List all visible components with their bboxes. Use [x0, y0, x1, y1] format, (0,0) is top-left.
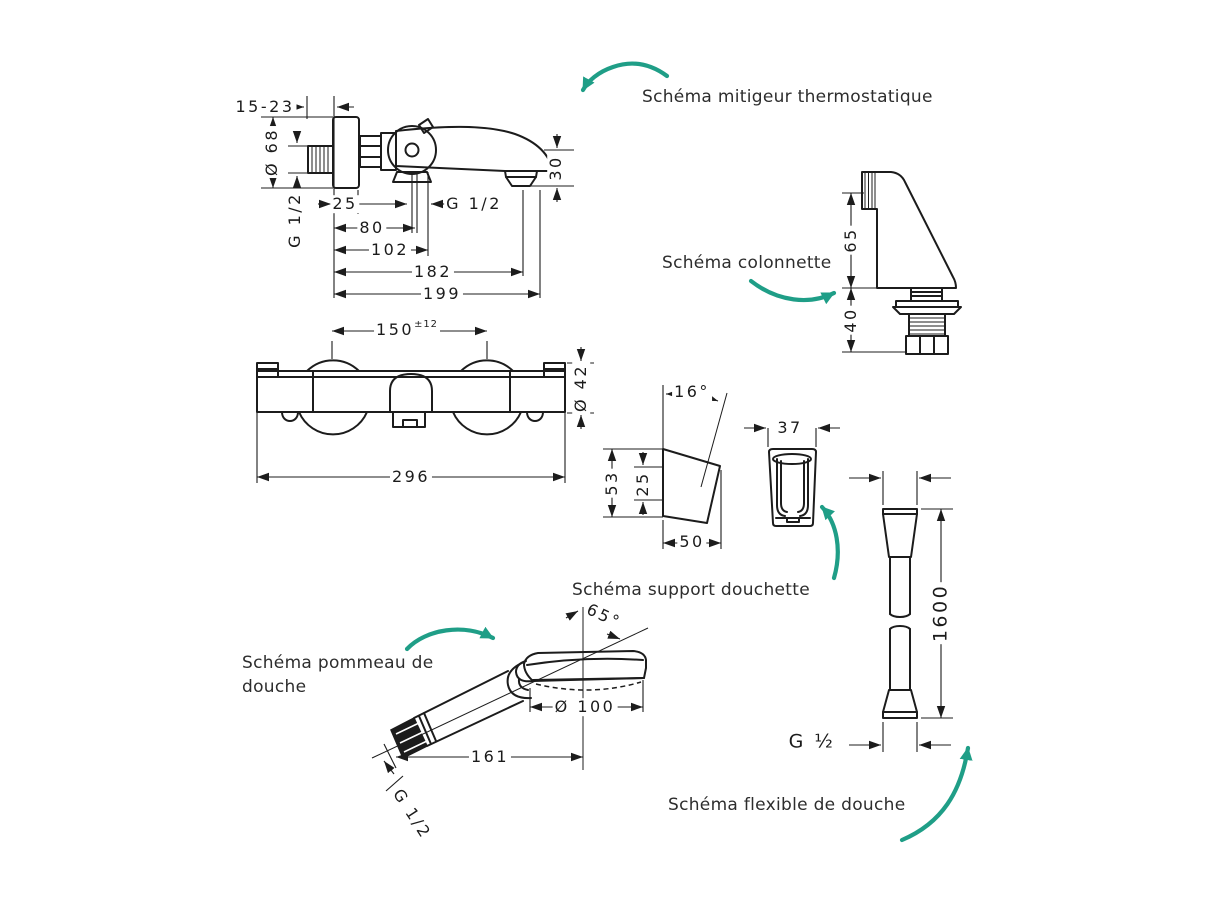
label-mitigeur: Schéma mitigeur thermostatique — [642, 87, 933, 107]
dim-escutcheon-diameter: Ø 68 — [262, 125, 282, 179]
drawing-mitigeur-front-view — [256, 326, 594, 483]
dim-102: 102 — [368, 240, 412, 260]
pommeau-construction-lines — [371, 607, 649, 770]
dim-centers-value: 150 — [376, 320, 415, 340]
guide-arrow-mitigeur — [580, 61, 670, 93]
label-colonnette: Schéma colonnette — [662, 253, 832, 273]
pommeau-spray-face — [535, 681, 642, 691]
dim-colonnette-upper: 65 — [841, 225, 861, 255]
guide-arrow-pommeau — [404, 626, 496, 652]
dim-centers: 150±12 — [374, 318, 440, 340]
dim-pommeau-head-diameter: Ø 100 — [552, 697, 618, 717]
guide-arrow-colonnette — [748, 278, 837, 305]
dim-colonnette-lower: 40 — [841, 305, 861, 335]
dim-overall-width: 296 — [389, 467, 433, 487]
mitigeur-side-hatching — [311, 146, 329, 173]
dim-80: 80 — [357, 218, 387, 238]
label-pommeau-line2: douche — [242, 677, 307, 697]
dim-thread-left: G 1/2 — [285, 190, 305, 250]
dim-182: 182 — [411, 262, 455, 282]
dim-flexible-thread: G ½ — [786, 730, 838, 753]
drawing-support-side-view — [603, 385, 728, 549]
drawing-flexible — [849, 471, 953, 752]
dim-199: 199 — [420, 284, 464, 304]
dim-flexible-length: 1600 — [929, 581, 952, 645]
dim-support-depth: 50 — [677, 532, 707, 552]
dim-centers-tolerance: ±12 — [414, 318, 438, 330]
drawing-support-front-view — [744, 423, 840, 527]
dim-pommeau-length: 161 — [468, 747, 512, 767]
dim-escutcheon-depth: 25 — [330, 194, 360, 214]
dim-spout-drop: 30 — [546, 153, 566, 183]
label-pommeau-line1: Schéma pommeau de — [242, 653, 434, 673]
support-front-dimension-lines — [744, 423, 840, 447]
label-support: Schéma support douchette — [572, 580, 810, 600]
dim-wall-offset: 15-23 — [233, 97, 297, 117]
dim-support-angle: 16° — [672, 382, 712, 402]
flexible-dimension-lines — [849, 471, 953, 752]
guide-arrow-support — [819, 504, 840, 581]
colonnette-hatching — [864, 172, 945, 335]
mitigeur-front-dimension-lines — [256, 326, 594, 483]
drawing-pommeau — [371, 607, 649, 792]
dim-support-width: 37 — [775, 418, 805, 438]
label-flexible: Schéma flexible de douche — [668, 795, 906, 815]
guide-arrow-flexible — [899, 745, 973, 843]
dim-support-inner: 25 — [633, 469, 653, 499]
dim-support-height: 53 — [602, 468, 622, 498]
support-side-dimension-lines — [603, 385, 722, 549]
dim-body-diameter: Ø 42 — [571, 361, 591, 415]
dim-thread-outlet: G 1/2 — [444, 194, 504, 214]
